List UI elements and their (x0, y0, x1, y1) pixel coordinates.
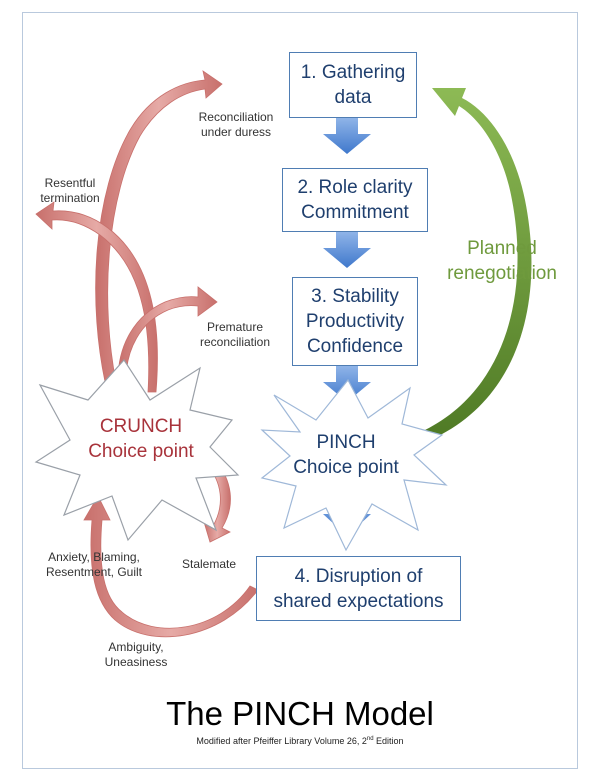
crunch-label: CRUNCH (99, 416, 183, 437)
label-ambiguity-line2: Uneasiness (104, 655, 168, 669)
planned-line2: renegotiation (447, 263, 557, 284)
box-gathering-line1: 1. Gathering (300, 62, 406, 83)
label-ambiguity-line1: Ambiguity, (108, 640, 164, 654)
resentful-termination-arrow (35, 201, 158, 393)
label-anxiety: Anxiety, Blaming, Resentment, Guilt (38, 550, 150, 580)
box-role-line1: 2. Role clarity (297, 177, 413, 198)
box-role-clarity: 2. Role clarity Commitment (282, 168, 428, 232)
subtitle-sup: nd (366, 736, 374, 742)
box-stability: 3. Stability Productivity Confidence (292, 277, 418, 366)
label-reconciliation-line1: Reconciliation (198, 110, 274, 124)
box-disruption-line2: shared expectations (273, 590, 444, 612)
pinch-choice-point: PINCH Choice point (266, 430, 426, 480)
box-role-line2: Commitment (301, 202, 409, 223)
label-premature-line2: reconciliation (199, 335, 271, 349)
flow-arrow-2 (323, 232, 371, 268)
crunch-choice-point: CRUNCH Choice point (56, 414, 226, 464)
diagram-title: The PINCH Model (166, 695, 434, 732)
label-reconciliation-line2: under duress (200, 125, 272, 139)
label-reconciliation-duress: Reconciliation under duress (186, 110, 286, 140)
planned-renegotiation-arrow (425, 88, 532, 440)
flow-arrow-1 (323, 118, 371, 154)
label-resentful-termination: Resentful termination (30, 176, 110, 206)
subtitle-main: Modified after Pfeiffer Library Volume 2… (196, 736, 367, 746)
box-disruption-line1: 4. Disruption of (294, 565, 423, 587)
label-premature-reconciliation: Premature reconciliation (190, 320, 280, 350)
label-stalemate: Stalemate (182, 557, 237, 571)
label-ambiguity: Ambiguity, Uneasiness (96, 640, 176, 670)
box-stability-line1: 3. Stability (311, 286, 399, 307)
planned-renegotiation-label: Planned renegotiation (432, 236, 572, 286)
label-resentful-line1: Resentful (44, 176, 96, 190)
stalemate-arrow (203, 459, 231, 543)
pinch-star (260, 378, 448, 552)
subtitle-end: Edition (373, 736, 404, 746)
label-anxiety-line2: Resentment, Guilt (45, 565, 143, 579)
crunch-sublabel: Choice point (88, 441, 194, 462)
diagram-subtitle: Modified after Pfeiffer Library Volume 2… (0, 736, 600, 746)
planned-line1: Planned (467, 238, 537, 259)
box-disruption: 4. Disruption of shared expectations (256, 556, 461, 621)
box-gathering-data: 1. Gathering data (289, 52, 417, 118)
premature-reconciliation-arrow (117, 286, 218, 381)
crunch-star (34, 359, 240, 542)
pinch-sublabel: Choice point (293, 457, 399, 478)
pinch-label: PINCH (316, 432, 376, 453)
label-resentful-line2: termination (40, 191, 100, 205)
label-anxiety-line1: Anxiety, Blaming, (48, 550, 140, 564)
box-stability-line3: Confidence (306, 336, 404, 357)
label-premature-line1: Premature (206, 320, 264, 334)
box-stability-line2: Productivity (305, 311, 405, 332)
box-gathering-line2: data (334, 87, 372, 108)
